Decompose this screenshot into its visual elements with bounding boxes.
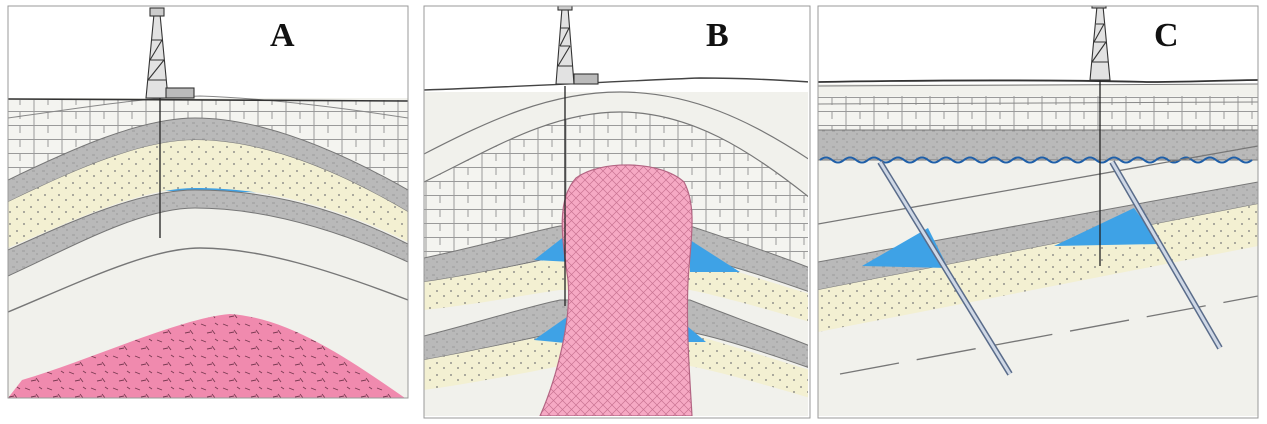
panel-b-upper-shale — [424, 225, 808, 292]
panel-b-lower-shale — [424, 299, 808, 368]
panel-a: A — [8, 6, 408, 398]
panel-c-ground-surface — [818, 79, 1258, 83]
panel-c-bedding-line — [839, 295, 1258, 375]
panel-c-frame — [817, 5, 1259, 419]
panel-a-frame — [7, 5, 409, 399]
panel-c-cap-rock — [818, 129, 1258, 161]
panel-a-ground-surface — [8, 98, 408, 102]
panel-b-bedding-line — [424, 91, 808, 160]
drilling-rig-icon — [1089, 6, 1111, 81]
panel-c-fault-right — [1109, 160, 1223, 350]
panel-b: B — [424, 6, 808, 416]
panel-a-bedding-line — [8, 95, 408, 119]
panel-b-letter: B — [706, 17, 729, 54]
panel-c-bedding-line — [818, 145, 1258, 225]
drilling-rig-icon — [145, 7, 195, 99]
panel-c-letter: C — [1154, 17, 1179, 54]
panel-c: C — [818, 6, 1258, 416]
panel-c-bedding-line — [818, 83, 1258, 87]
panel-c-bedding-line — [818, 101, 1258, 105]
panel-b-frame — [423, 5, 811, 419]
panel-a-lower-shale — [8, 189, 408, 277]
panel-b-ground-surface — [424, 77, 808, 91]
panel-b-sky — [424, 6, 808, 92]
panel-c-limestone-layer — [818, 96, 1258, 132]
drilling-rig-icon — [555, 6, 599, 85]
panel-a-limestone-layer — [8, 100, 408, 192]
panel-c-oil-pocket-right — [1054, 208, 1160, 246]
panel-b-salt-dome — [539, 164, 693, 416]
panel-b-oil-pocket-upper-right — [690, 240, 740, 272]
panel-a-sandstone-layer — [8, 140, 408, 248]
panel-a-letter: A — [270, 17, 295, 54]
panel-b-bedding-line — [424, 111, 808, 198]
panel-a-igneous-intrusion — [8, 314, 405, 398]
panel-c-fault-left — [877, 160, 1013, 376]
panel-c-sky — [818, 6, 1258, 84]
panel-a-sky — [8, 6, 408, 98]
panel-a-bedding-line — [8, 247, 408, 313]
